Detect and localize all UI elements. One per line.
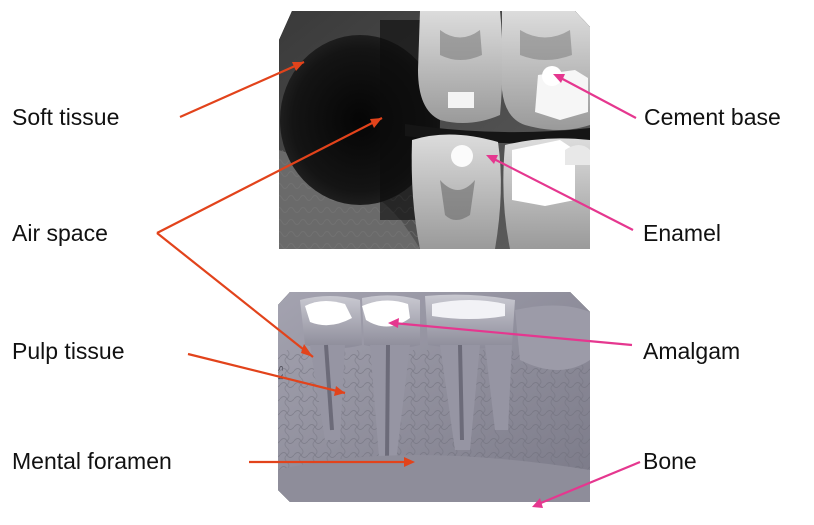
upper-radiograph [279,11,590,249]
label-amalgam: Amalgam [643,340,740,363]
lower-radiograph: K S [276,292,590,502]
label-enamel: Enamel [643,222,721,245]
label-soft-tissue: Soft tissue [12,106,119,129]
label-cement-base: Cement base [644,106,781,129]
label-air-space: Air space [12,222,108,245]
label-pulp-tissue: Pulp tissue [12,340,125,363]
label-mental-foramen: Mental foramen [12,450,172,473]
label-bone: Bone [643,450,697,473]
